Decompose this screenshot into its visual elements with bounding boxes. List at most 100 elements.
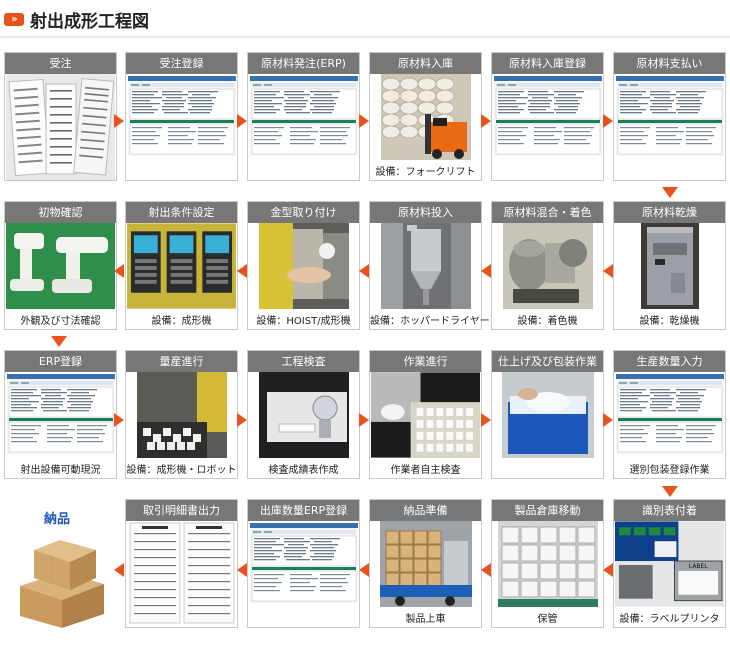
first-article-part-photo bbox=[6, 223, 115, 309]
flow-arrow bbox=[237, 264, 247, 278]
step-caption: 設備：乾燥機 bbox=[639, 316, 700, 327]
process-step-card: 原材料混合・着色 設備：着色機 bbox=[491, 201, 604, 330]
material-payment-screen bbox=[615, 74, 724, 179]
flow-arrow bbox=[481, 413, 491, 427]
flow-arrow bbox=[662, 187, 678, 198]
process-step-card: 初物確認 外観及び寸法確認 bbox=[4, 201, 117, 330]
label-sign-text: LABEL bbox=[689, 563, 708, 570]
step-title: 作業進行 bbox=[370, 351, 481, 372]
process-step-card: 仕上げ及び包装作業 bbox=[491, 350, 604, 479]
step-title: 原材料投入 bbox=[370, 202, 481, 223]
hopper-dryer-photo bbox=[371, 223, 480, 309]
invoice-document-image bbox=[127, 521, 236, 627]
step-title: 射出条件設定 bbox=[126, 202, 237, 223]
page-title: 射出成形工程図 bbox=[30, 11, 149, 32]
truck-loading-photo bbox=[371, 521, 480, 607]
process-step-card: 納品準備 製品上車 bbox=[369, 499, 482, 628]
step-title: 出庫数量ERP登録 bbox=[248, 500, 359, 521]
step-title: 生産数量入力 bbox=[614, 351, 725, 372]
process-step-card: 量産進行 設備：成形機・ロボット bbox=[125, 350, 238, 479]
flow-arrow bbox=[114, 413, 124, 427]
flow-arrow bbox=[481, 563, 491, 577]
step-caption: 設備：フォークリフト bbox=[375, 167, 476, 178]
step-title: 取引明細書出力 bbox=[126, 500, 237, 521]
process-step-card: 工程検査 検査成績表作成 bbox=[247, 350, 360, 479]
order-registration-screen bbox=[127, 74, 236, 179]
step-title: 原材料乾燥 bbox=[614, 202, 725, 223]
step-caption: 製品上車 bbox=[405, 614, 446, 625]
process-step-card: 原材料発注(ERP) bbox=[247, 52, 360, 181]
step-title: 識別表付着 bbox=[614, 500, 725, 521]
step-title: 原材料支払い bbox=[614, 53, 725, 74]
flow-arrow bbox=[114, 114, 124, 128]
mold-mount-photo bbox=[249, 223, 358, 309]
flow-arrow bbox=[114, 563, 124, 577]
process-step-card: 射出条件設定 設備：成形機 bbox=[125, 201, 238, 330]
step-title: 仕上げ及び包装作業 bbox=[492, 351, 603, 372]
process-step-card: 受注登録 bbox=[125, 52, 238, 181]
worker-self-inspection-photo bbox=[371, 372, 480, 458]
process-step-card: 出庫数量ERP登録 bbox=[247, 499, 360, 628]
flow-arrow bbox=[603, 563, 613, 577]
step-title: 原材料混合・着色 bbox=[492, 202, 603, 223]
page-header: » 射出成形工程図 bbox=[4, 6, 149, 32]
process-step-card: 原材料支払い bbox=[613, 52, 726, 181]
process-step-card: 識別表付着 LABEL 設備：ラベルプリンタ bbox=[613, 499, 726, 628]
mass-production-photo bbox=[127, 372, 236, 458]
step-caption: 設備：成形機 bbox=[151, 316, 212, 327]
process-step-card: 原材料入庫 設備：フォークリフト bbox=[369, 52, 482, 181]
flow-arrow bbox=[359, 114, 369, 128]
flow-arrow bbox=[51, 336, 67, 347]
dryer-photo bbox=[615, 223, 724, 309]
step-title: 受注 bbox=[5, 53, 116, 74]
label-printer-photo: LABEL bbox=[615, 521, 724, 607]
inspection-gauge-photo bbox=[249, 372, 358, 458]
step-caption: 選別包装登録作業 bbox=[629, 465, 710, 476]
step-caption: 設備：ラベルプリンタ bbox=[619, 614, 720, 625]
warehouse-storage-photo bbox=[493, 521, 602, 607]
forklift-warehouse-photo bbox=[371, 74, 480, 160]
step-caption: 作業者自主検査 bbox=[390, 465, 461, 476]
process-step-card: 生産数量入力選別包装登録作業 bbox=[613, 350, 726, 479]
step-caption: 設備：ホッパードライヤー bbox=[370, 316, 490, 327]
material-order-erp-screen bbox=[249, 74, 358, 179]
step-caption: 射出設備可動現況 bbox=[20, 465, 101, 476]
step-caption: 外観及び寸法確認 bbox=[20, 316, 101, 327]
step-title: ERP登録 bbox=[5, 351, 116, 372]
step-caption: 保管 bbox=[537, 614, 558, 625]
process-step-card: 取引明細書出力 bbox=[125, 499, 238, 628]
step-title: 量産進行 bbox=[126, 351, 237, 372]
step-title: 工程検査 bbox=[248, 351, 359, 372]
step-title: 原材料発注(ERP) bbox=[248, 53, 359, 74]
step-title: 初物確認 bbox=[5, 202, 116, 223]
step-title: 原材料入庫 bbox=[370, 53, 481, 74]
step-caption: 設備：HOIST/成形機 bbox=[256, 316, 351, 327]
flow-arrow bbox=[237, 563, 247, 577]
coloring-machine-photo bbox=[493, 223, 602, 309]
step-caption: 設備：成形機・ロボット bbox=[126, 465, 237, 476]
finishing-packaging-photo bbox=[493, 372, 602, 477]
double-chevron-icon: » bbox=[4, 12, 24, 26]
flow-arrow bbox=[662, 486, 678, 497]
order-paper-image bbox=[6, 74, 115, 180]
cardboard-boxes-icon bbox=[20, 540, 104, 628]
flow-arrow bbox=[114, 264, 124, 278]
step-title: 納品準備 bbox=[370, 500, 481, 521]
production-input-screen bbox=[615, 372, 724, 458]
flow-arrow bbox=[603, 413, 613, 427]
molding-machine-panel-photo bbox=[127, 223, 236, 309]
process-step-card: 原材料入庫登録 bbox=[491, 52, 604, 181]
flow-arrow bbox=[359, 413, 369, 427]
erp-registration-screen bbox=[6, 372, 115, 458]
step-caption: 設備：着色機 bbox=[517, 316, 578, 327]
process-step-card: 製品倉庫移動 保管 bbox=[491, 499, 604, 628]
flow-arrow bbox=[359, 264, 369, 278]
step-caption: 検査成績表作成 bbox=[268, 465, 339, 476]
flow-arrow bbox=[603, 114, 613, 128]
material-receipt-screen bbox=[493, 74, 602, 179]
process-step-card: 金型取り付け 設備：HOIST/成形機 bbox=[247, 201, 360, 330]
flow-arrow bbox=[481, 114, 491, 128]
step-title: 受注登録 bbox=[126, 53, 237, 74]
step-title: 原材料入庫登録 bbox=[492, 53, 603, 74]
process-step-card: 作業進行 作業者自主検査 bbox=[369, 350, 482, 479]
